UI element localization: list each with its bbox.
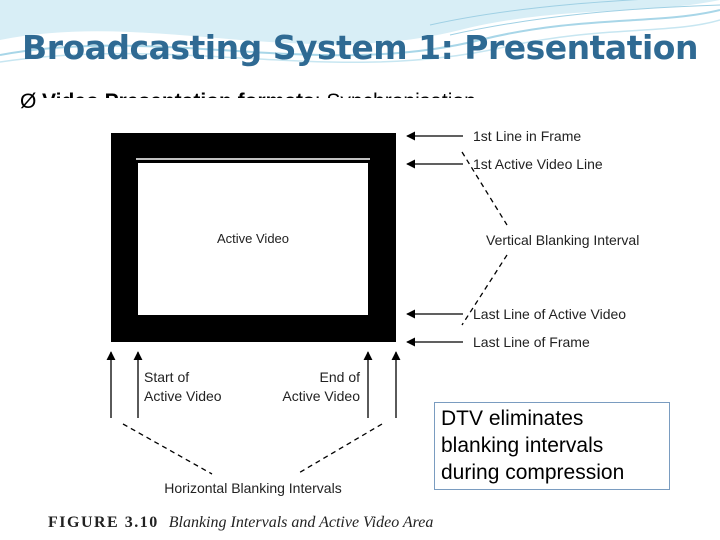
active-video-label: Active Video [217, 231, 289, 246]
vbi-bracket-bottom [461, 254, 508, 326]
label-end-line1: End of [320, 369, 361, 385]
label-vbi: Vertical Blanking Interval [486, 232, 639, 248]
bullet-arrow-icon: Ø [20, 90, 37, 113]
hbi-dash-right [296, 423, 383, 475]
figure-caption-text: Blanking Intervals and Active Video Area [168, 514, 434, 531]
label-first-active-line: 1st Active Video Line [473, 156, 603, 172]
label-hbi: Horizontal Blanking Intervals [164, 480, 341, 496]
figure-number: FIGURE 3.10 [48, 514, 159, 531]
label-first-line-frame: 1st Line in Frame [473, 128, 581, 144]
figure-caption: FIGURE 3.10 Blanking Intervals and Active… [48, 514, 433, 532]
decorative-waves [0, 0, 720, 63]
label-last-active-line: Last Line of Active Video [473, 306, 626, 322]
slide-title: Broadcasting System 1: Presentation [22, 28, 698, 67]
hbi-dash-left [122, 423, 213, 475]
label-end-line2: Active Video [282, 388, 360, 404]
label-start-line2: Active Video [144, 388, 222, 404]
label-last-line-frame: Last Line of Frame [473, 334, 590, 350]
active-video-area [138, 163, 368, 315]
label-start-line1: Start of [144, 369, 189, 385]
dtv-note-box: DTV eliminates blanking intervals during… [434, 402, 670, 490]
